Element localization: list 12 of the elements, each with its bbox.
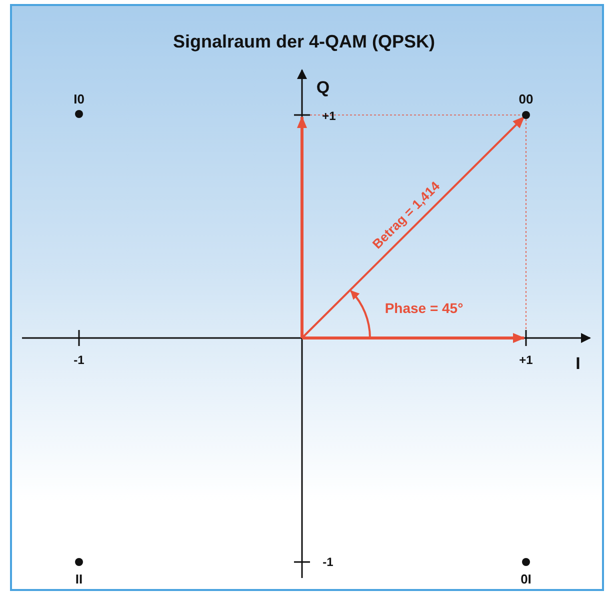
tick-label: +1 <box>322 109 336 123</box>
tick-label: -1 <box>74 353 84 367</box>
diagram-title: Signalraum der 4-QAM (QPSK) <box>172 32 436 52</box>
phase-label: Phase = 45° <box>384 300 464 316</box>
tick-label: -1 <box>322 555 334 569</box>
point-label: 00 <box>518 92 534 106</box>
point-label: I0 <box>74 92 84 106</box>
point-label: II <box>75 572 83 586</box>
point-label: 0I <box>520 572 532 586</box>
tick-label: +1 <box>519 353 533 367</box>
axis-label: Q <box>316 78 330 98</box>
axis-label: I <box>576 354 580 374</box>
